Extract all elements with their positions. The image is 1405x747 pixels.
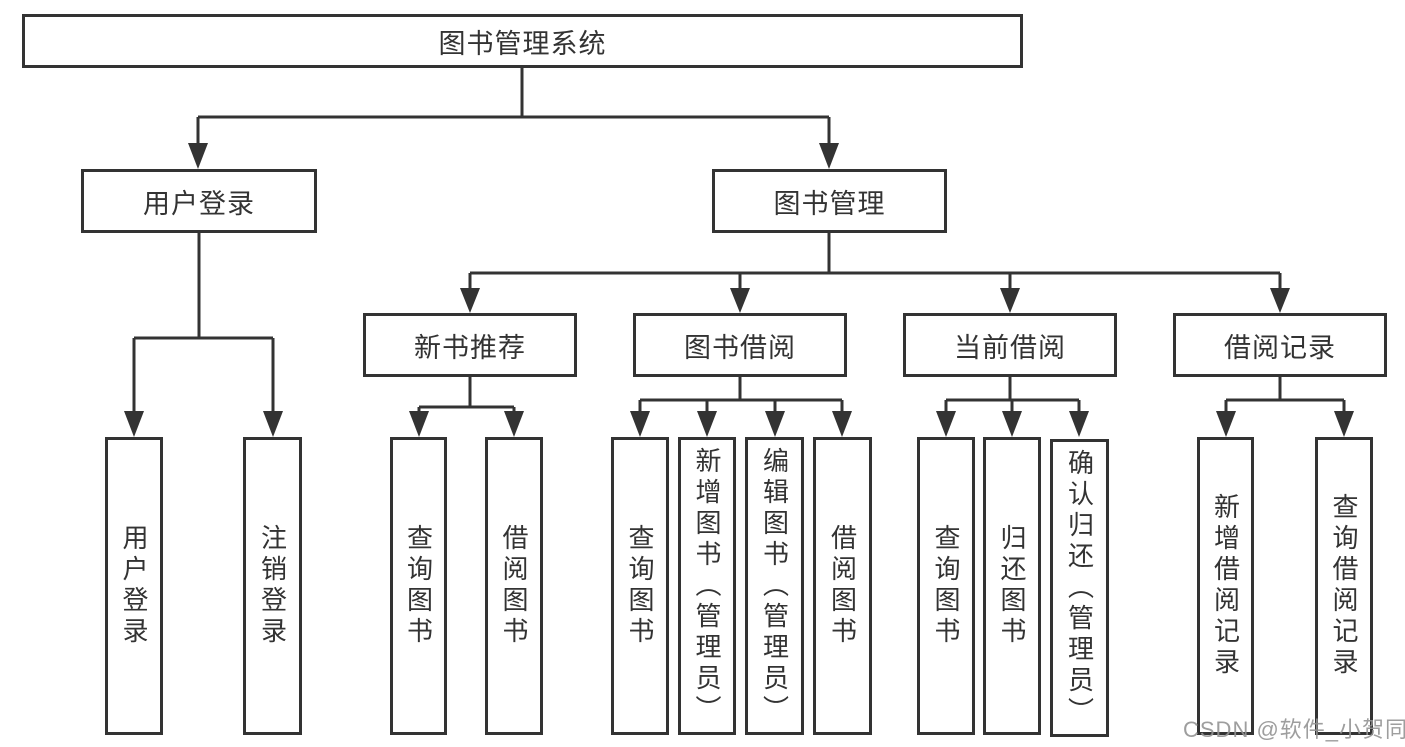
arrow-down-icon: [409, 411, 429, 437]
node-book-borrowing: 图书借阅: [633, 313, 847, 377]
leaf-current-query-books: 查询图书: [917, 437, 975, 735]
arrow-down-icon: [697, 411, 717, 437]
node-book-management-branch: 图书管理: [712, 169, 947, 233]
arrow-down-icon: [630, 411, 650, 437]
connector-lines: [132, 68, 1346, 415]
arrow-down-icon: [1270, 288, 1290, 313]
arrow-down-icon: [1069, 411, 1089, 437]
arrow-down-icon: [832, 411, 852, 437]
leaf-records-query-record: 查询借阅记录: [1315, 437, 1373, 735]
arrow-down-icon: [1334, 411, 1354, 437]
leaf-recommend-query-books: 查询图书: [390, 437, 447, 735]
arrow-down-icon: [1216, 411, 1236, 437]
arrow-down-icon: [936, 411, 956, 437]
arrow-down-icon: [1002, 411, 1022, 437]
node-user-login-branch: 用户登录: [81, 169, 317, 233]
leaf-current-confirm-return-admin: 确认归还（管理员）: [1050, 439, 1109, 737]
leaf-current-return-books: 归还图书: [983, 437, 1041, 735]
leaf-recommend-borrow-books: 借阅图书: [485, 437, 543, 735]
csdn-watermark: CSDN @软件_小贺同学: [1183, 717, 1405, 742]
arrow-down-icon: [765, 411, 785, 437]
node-borrowing-records: 借阅记录: [1173, 313, 1387, 377]
node-library-management-system: 图书管理系统: [22, 14, 1023, 68]
leaf-logout: 注销登录: [243, 437, 302, 735]
leaf-borrow-add-books-admin: 新增图书（管理员）: [678, 437, 736, 735]
arrow-down-icon: [1000, 288, 1020, 313]
leaf-borrow-edit-books-admin: 编辑图书（管理员）: [745, 437, 804, 735]
arrow-down-icon: [263, 411, 283, 437]
arrow-down-icon: [504, 411, 524, 437]
arrow-down-icon: [730, 288, 750, 313]
arrow-down-icon: [460, 288, 480, 313]
node-current-borrowing: 当前借阅: [903, 313, 1117, 377]
leaf-borrow-borrow-books: 借阅图书: [813, 437, 872, 735]
arrow-down-icon: [124, 411, 144, 437]
node-new-book-recommend: 新书推荐: [363, 313, 577, 377]
leaf-borrow-query-books: 查询图书: [611, 437, 669, 735]
leaf-user-login: 用户登录: [105, 437, 163, 735]
arrowheads: [124, 143, 1354, 437]
leaf-records-add-record: 新增借阅记录: [1197, 437, 1254, 735]
arrow-down-icon: [819, 143, 839, 169]
arrow-down-icon: [188, 143, 208, 169]
